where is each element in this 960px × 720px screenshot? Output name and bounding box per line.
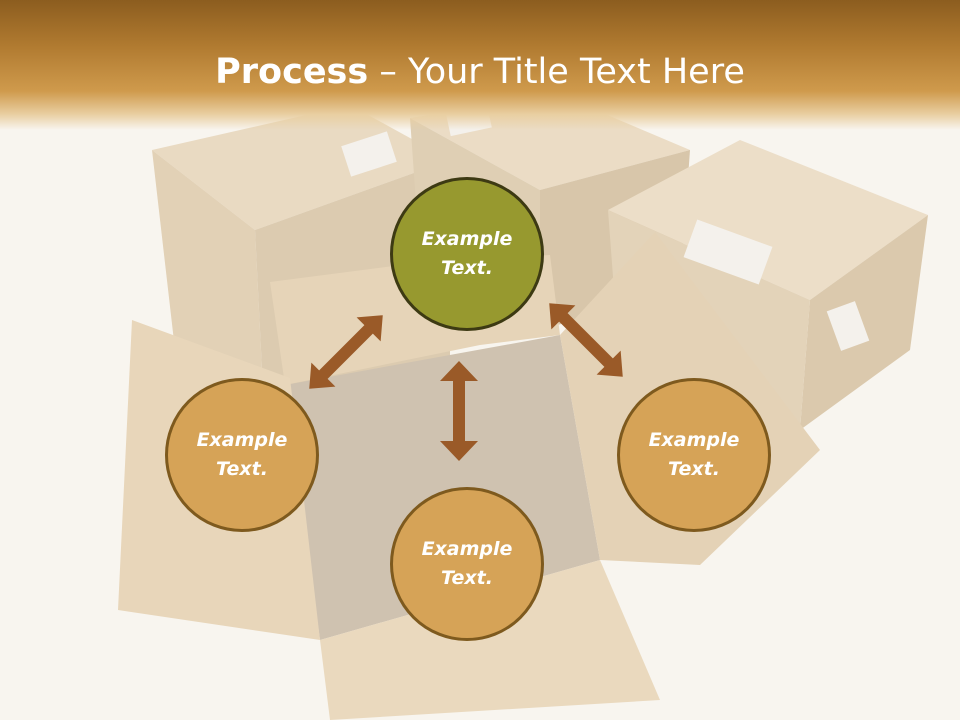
page-title: Process – Your Title Text Here — [0, 52, 960, 92]
node-top-text: Example Text. — [421, 228, 513, 279]
node-right[interactable]: Example Text. — [617, 378, 771, 532]
node-left-text: Example Text. — [196, 429, 288, 480]
double-arrow-vertical — [440, 361, 478, 461]
node-top[interactable]: Example Text. — [390, 177, 544, 331]
title-bar — [0, 0, 960, 130]
title-rest: – Your Title Text Here — [368, 52, 745, 92]
node-bottom-text: Example Text. — [421, 538, 513, 589]
node-left[interactable]: Example Text. — [165, 378, 319, 532]
double-arrow-left — [309, 315, 383, 389]
node-right-text: Example Text. — [648, 429, 740, 480]
node-bottom[interactable]: Example Text. — [390, 487, 544, 641]
title-bold: Process — [215, 52, 369, 92]
double-arrow-right — [549, 303, 623, 377]
